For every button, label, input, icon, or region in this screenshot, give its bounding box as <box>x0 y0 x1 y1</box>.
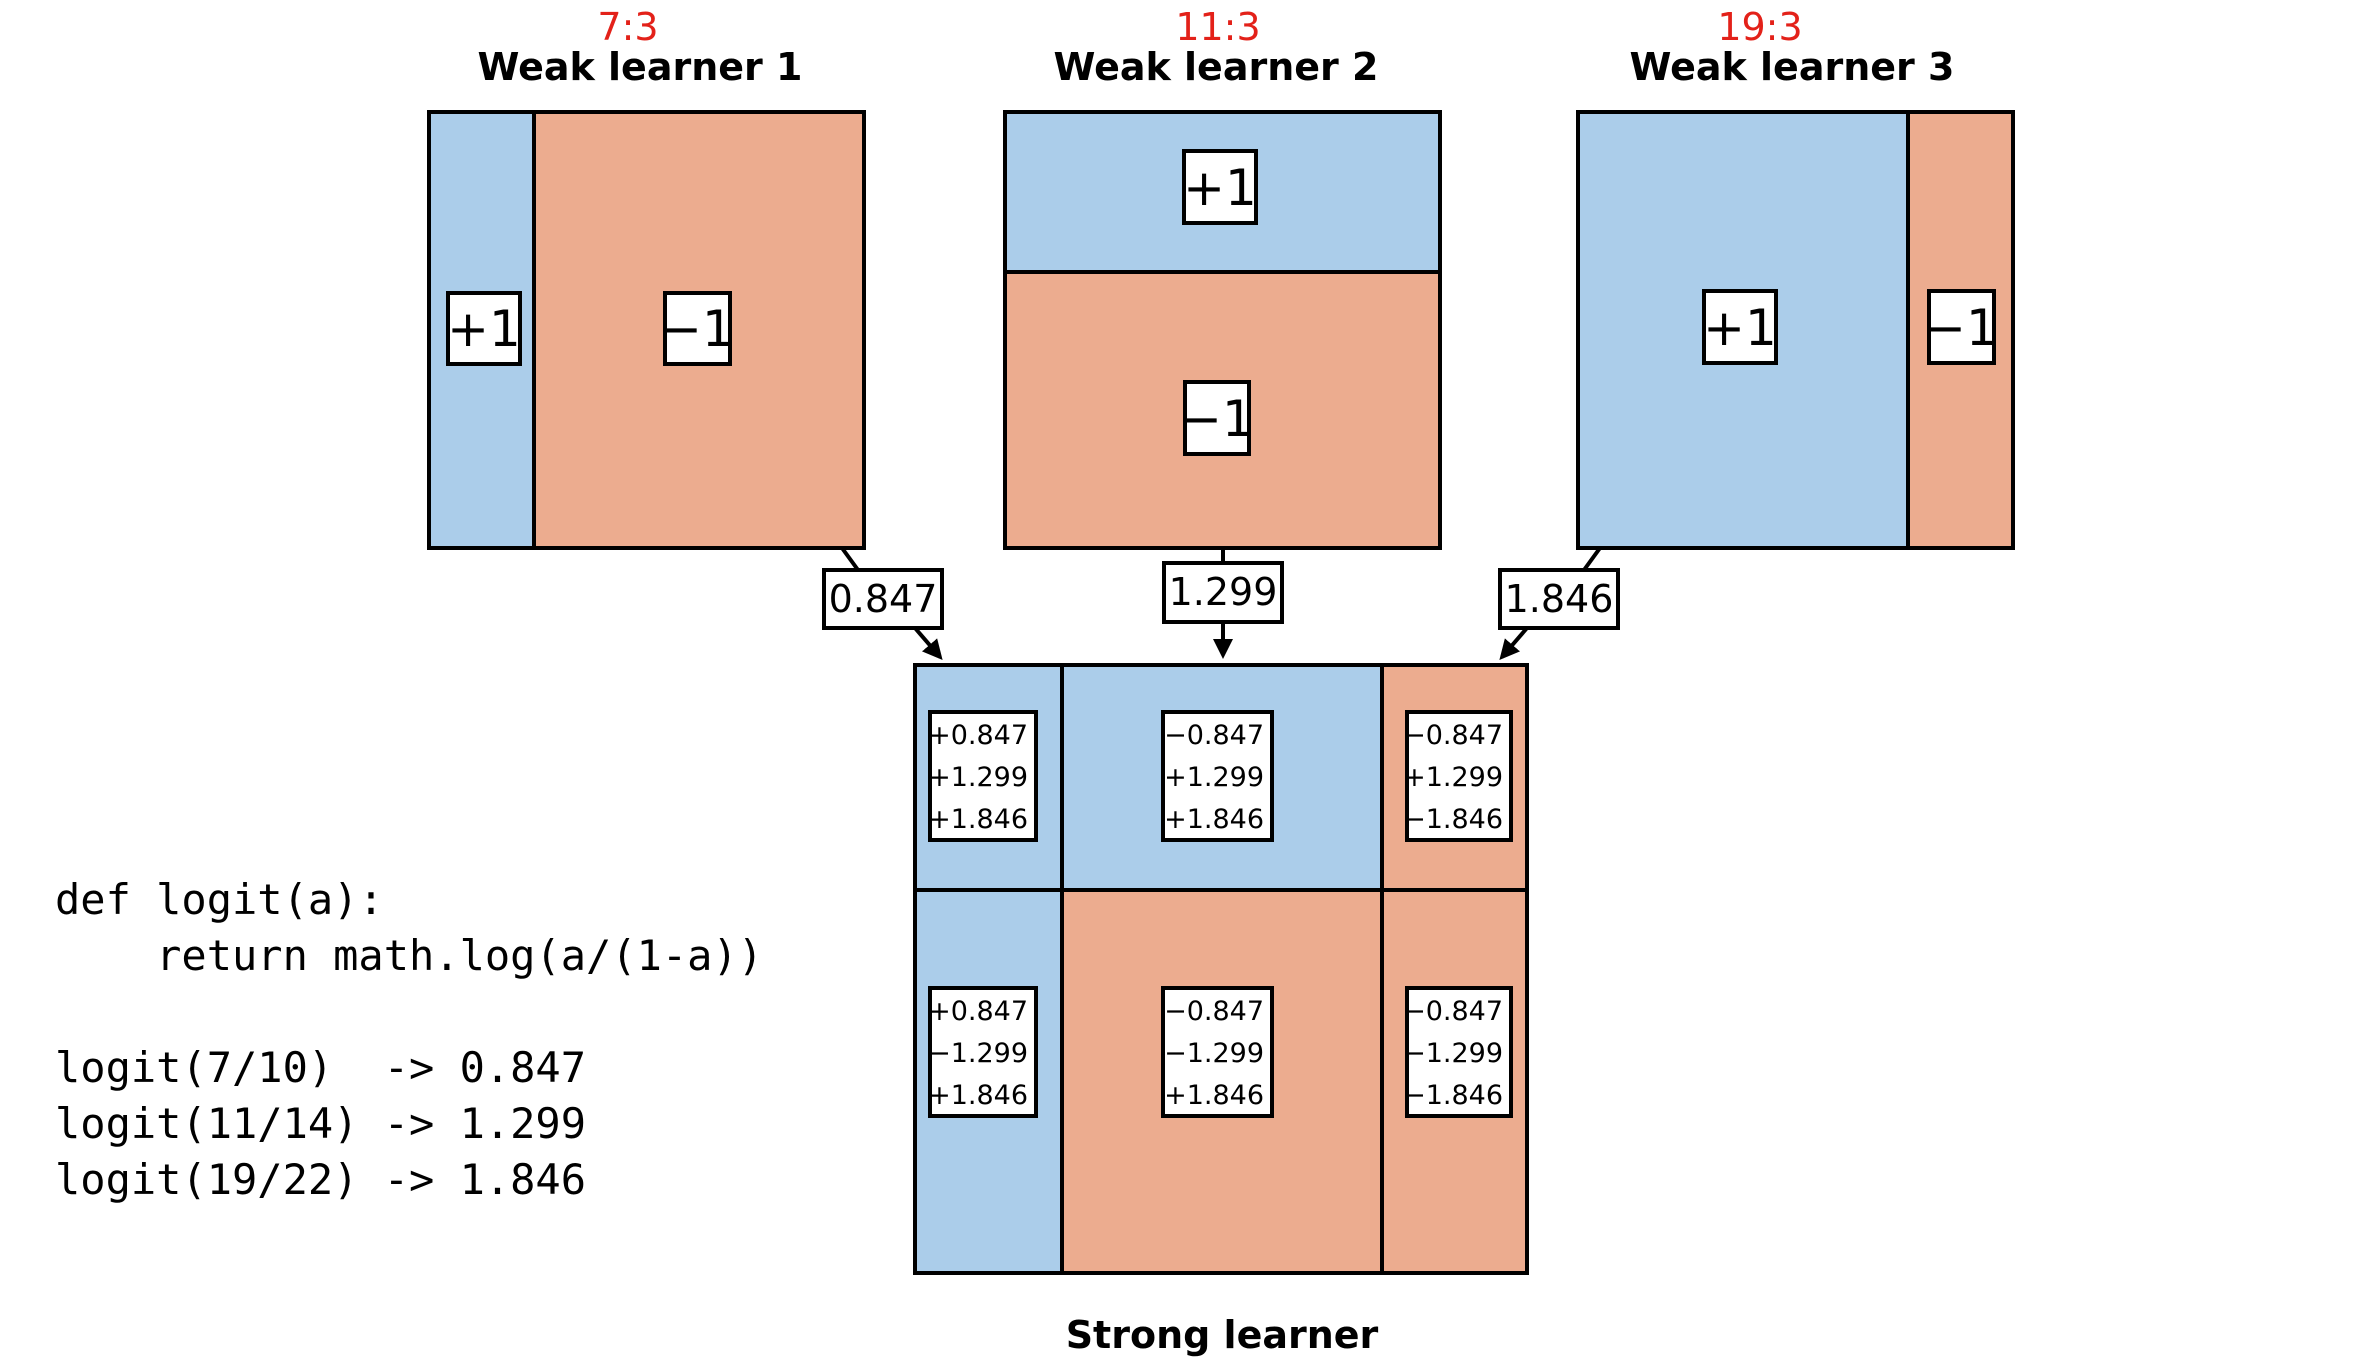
score-line: +1.299 <box>1403 762 1503 793</box>
weak-learner-2-title: Weak learner 2 <box>1054 45 1379 89</box>
weak-learner-3-positive-label: +1 <box>1703 299 1777 357</box>
connector-1-weight: 0.847 <box>829 577 938 621</box>
connector-3-weight: 1.846 <box>1505 577 1614 621</box>
weak-learner-2-negative-label-box <box>1183 380 1251 456</box>
score-line: −0.847 <box>1403 996 1503 1027</box>
score-line: +1.846 <box>1164 1080 1264 1111</box>
weak-learner-1: 7:3 Weak learner 1 +1 −1 <box>427 5 866 550</box>
score-box-frame <box>1161 986 1274 1118</box>
code-line: def logit(a): <box>55 875 384 924</box>
score-line: +0.847 <box>928 996 1028 1027</box>
score-line: +1.299 <box>928 762 1028 793</box>
weak-learner-3-negative-label: −1 <box>1924 299 1998 357</box>
score-box-frame <box>928 986 1038 1118</box>
connector-1-arrow <box>913 626 943 661</box>
connector-2: 1.299 <box>1162 548 1284 659</box>
score-box-frame <box>1405 986 1513 1118</box>
score-line: +1.846 <box>928 804 1028 835</box>
connector-2-weight: 1.299 <box>1169 570 1278 614</box>
weak-learner-3-ratio: 19:3 <box>1717 5 1802 49</box>
connector-1-top-line <box>840 546 860 572</box>
weak-learner-2-positive-label: +1 <box>1183 159 1257 217</box>
score-line: −0.847 <box>1164 996 1264 1027</box>
strong-learner-score-box-4: +0.847 −1.299 +1.846 <box>928 986 1038 1118</box>
strong-learner: +0.847 +1.299 +1.846 −0.847 +1.299 +1.84… <box>913 663 1529 1357</box>
code-line: return math.log(a/(1-a)) <box>55 931 763 980</box>
weak-learner-1-ratio: 7:3 <box>597 5 658 49</box>
weak-learner-3-positive-label-box <box>1702 289 1778 365</box>
connector-1: 0.847 <box>822 546 944 661</box>
connector-3-weight-box <box>1498 568 1620 630</box>
weak-learner-2-positive-label-box <box>1182 149 1258 225</box>
connector-2-weight-box <box>1162 561 1284 624</box>
code-line: logit(7/10) -> 0.847 <box>55 1043 586 1092</box>
score-line: −1.299 <box>928 1038 1028 1069</box>
score-box-frame <box>928 710 1038 842</box>
weak-learner-2: 11:3 Weak learner 2 +1 −1 <box>1003 5 1442 550</box>
connector-3-top-line <box>1582 546 1602 572</box>
code-line: logit(11/14) -> 1.299 <box>55 1099 586 1148</box>
weak-learner-1-positive-label: +1 <box>447 300 521 358</box>
weak-learner-1-positive-label-box <box>446 291 522 366</box>
weak-learner-2-negative-label: −1 <box>1180 390 1254 448</box>
weak-learner-1-negative-label: −1 <box>660 300 734 358</box>
strong-learner-score-box-6: −0.847 −1.299 −1.846 <box>1403 986 1513 1118</box>
strong-learner-score-box-2: −0.847 +1.299 +1.846 <box>1161 710 1274 842</box>
score-line: −1.846 <box>1403 1080 1503 1111</box>
strong-learner-title: Strong learner <box>1066 1313 1379 1357</box>
weak-learner-3: 19:3 Weak learner 3 +1 −1 <box>1576 5 2015 550</box>
strong-learner-score-box-1: +0.847 +1.299 +1.846 <box>928 710 1038 842</box>
strong-learner-score-box-3: −0.847 +1.299 −1.846 <box>1403 710 1513 842</box>
strong-learner-score-box-5: −0.847 −1.299 +1.846 <box>1161 986 1274 1118</box>
weak-learner-3-title: Weak learner 3 <box>1630 45 1955 89</box>
score-line: +0.847 <box>928 720 1028 751</box>
code-line: logit(19/22) -> 1.846 <box>55 1155 586 1204</box>
weak-learner-1-negative-label-box <box>663 291 732 366</box>
score-line: +1.846 <box>928 1080 1028 1111</box>
weak-learner-2-ratio: 11:3 <box>1175 5 1260 49</box>
weak-learner-1-title: Weak learner 1 <box>478 45 803 89</box>
connector-3: 1.846 <box>1498 546 1620 661</box>
score-line: +1.299 <box>1164 762 1264 793</box>
score-box-frame <box>1161 710 1274 842</box>
connector-1-weight-box <box>822 568 944 630</box>
weak-learner-3-negative-label-box <box>1927 289 1996 365</box>
score-box-frame <box>1405 710 1513 842</box>
connector-3-arrow <box>1499 626 1529 661</box>
score-line: +1.846 <box>1164 804 1264 835</box>
score-line: −1.299 <box>1164 1038 1264 1069</box>
score-line: −0.847 <box>1164 720 1264 751</box>
score-line: −0.847 <box>1403 720 1503 751</box>
score-line: −1.299 <box>1403 1038 1503 1069</box>
score-line: −1.846 <box>1403 804 1503 835</box>
code-snippet: def logit(a): return math.log(a/(1-a)) l… <box>55 875 763 1204</box>
